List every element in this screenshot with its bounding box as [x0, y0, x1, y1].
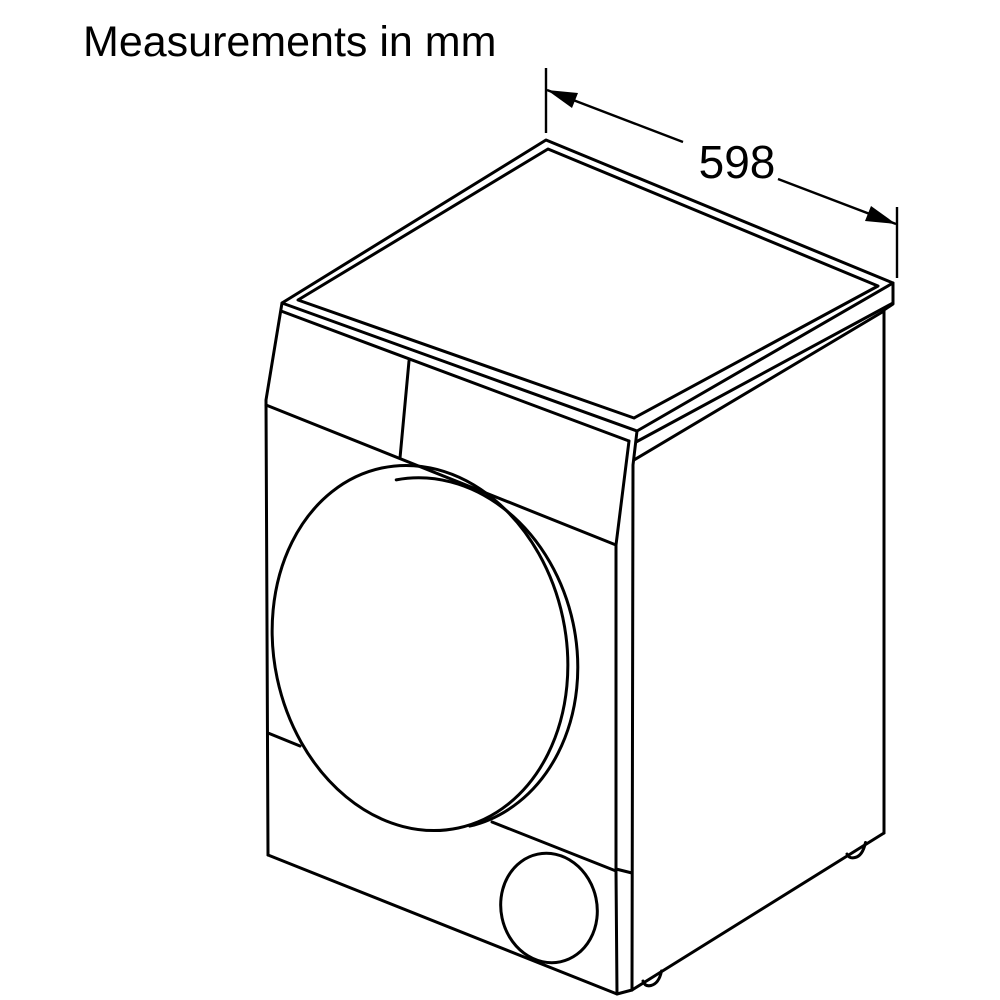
- side-bottom-edge: [630, 831, 886, 992]
- dimension-arrowhead-right: [865, 206, 896, 224]
- control-panel-divider: [398, 359, 411, 460]
- service-band-corner-connector: [614, 867, 634, 875]
- front-bottom-edge: [266, 853, 634, 996]
- door-outer-ring: [270, 463, 570, 833]
- control-panel-right-cap: [614, 439, 631, 547]
- front-left-edge: [264, 301, 284, 857]
- dimension-arrowhead-left: [547, 90, 578, 108]
- service-band-seam-right: [490, 820, 618, 873]
- side-rim-bottom-edge: [634, 301, 895, 444]
- control-panel-top-seam: [279, 309, 631, 443]
- door-front-rim-arc: [394, 476, 580, 828]
- right-edge: [882, 281, 895, 835]
- width-dimension: 598: [544, 68, 899, 278]
- appliance-outline: [264, 138, 895, 996]
- side-front-edge: [630, 429, 639, 992]
- page-title: Measurements in mm: [83, 18, 496, 66]
- foot-rear: [845, 841, 867, 860]
- foot-front: [641, 969, 663, 988]
- service-band-seam-left: [266, 731, 302, 748]
- control-panel-bottom-seam: [264, 403, 618, 547]
- top-panel-outer-edge: [280, 138, 895, 433]
- front-right-edge: [614, 543, 619, 996]
- service-flap-circle: [499, 851, 599, 965]
- top-panel-inner-rim: [296, 147, 880, 420]
- dimension-value-label: 598: [699, 136, 776, 188]
- side-panel-top-edge: [632, 309, 886, 462]
